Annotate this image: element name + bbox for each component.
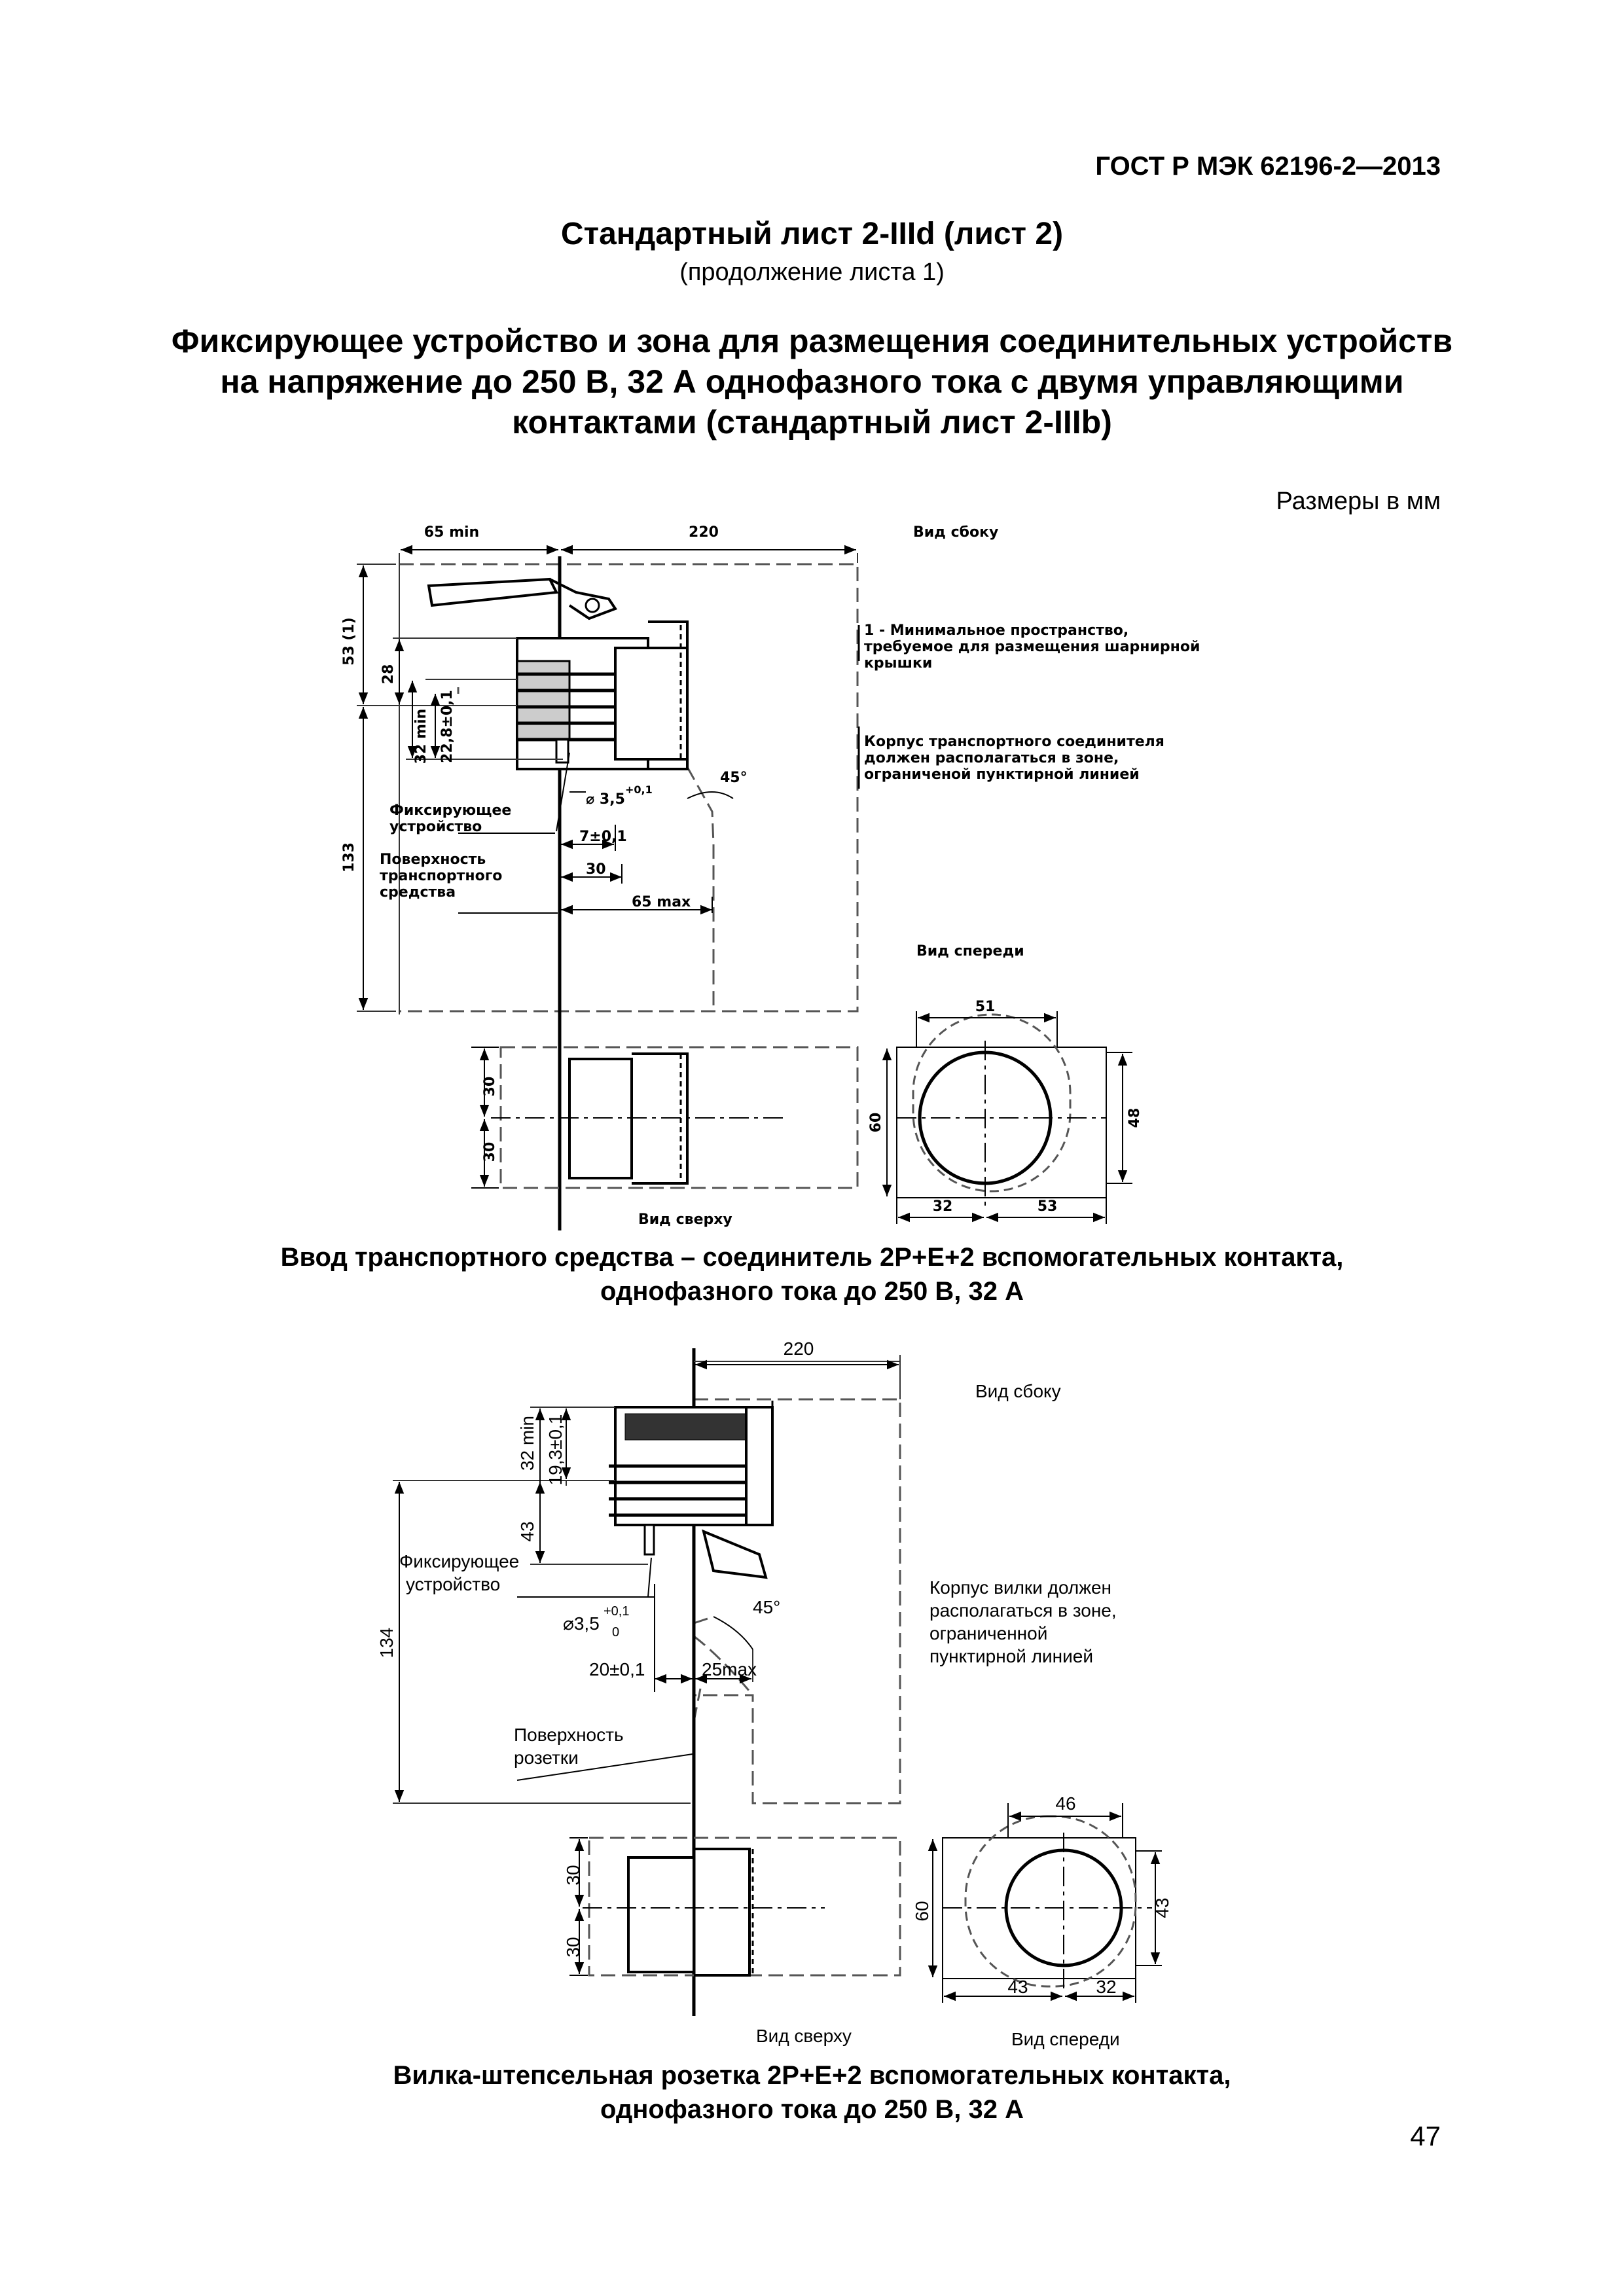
- figure2-side-view: [393, 1348, 901, 2016]
- figure2-caption: Вилка-штепсельная розетка 2Р+Е+2 вспомог…: [0, 2058, 1624, 2126]
- main-title-line: контактами (стандартный лист 2-IIIb): [512, 404, 1112, 440]
- dim-front-43: 43: [1007, 1977, 1028, 1997]
- dim-front-53: 53: [1038, 1198, 1058, 1215]
- dim-32min: 32 min: [517, 1416, 537, 1471]
- figure1-caption: Ввод транспортного средства – соединител…: [0, 1240, 1624, 1308]
- dim-front-51: 51: [975, 999, 996, 1015]
- dim-53: 53 (1): [341, 617, 357, 666]
- figure1-top-view: [471, 1046, 859, 1189]
- note-line: располагаться в зоне,: [929, 1600, 1117, 1621]
- caption-line: Вилка-штепсельная розетка 2Р+Е+2 вспомог…: [393, 2061, 1231, 2090]
- latch-label: устройство: [406, 1574, 500, 1594]
- view-front-label: Вид спереди: [1011, 2029, 1120, 2049]
- note-line: ограниченной: [929, 1623, 1047, 1643]
- page-number: 47: [1410, 2121, 1441, 2151]
- dim-top-30a: 30: [482, 1077, 498, 1097]
- note1-line: требуемое для размещения шарнирной: [864, 639, 1200, 655]
- latch-label: Фиксирующее: [399, 1551, 519, 1571]
- dim-front-32: 32: [933, 1198, 953, 1215]
- sheet-title: Стандартный лист 2-IIId (лист 2): [560, 217, 1064, 251]
- figure1-front-labels: 51 60 48 32 53: [868, 999, 1143, 1215]
- dim-front-32: 32: [1096, 1977, 1116, 1997]
- note2-line: должен располагаться в зоне,: [864, 750, 1119, 766]
- dim-diameter: ⌀3,5: [563, 1613, 600, 1634]
- note-line: Корпус вилки должен: [929, 1577, 1111, 1598]
- dim-front-60: 60: [868, 1113, 884, 1133]
- figure1-side-view: [357, 545, 860, 1230]
- surface-label: розетки: [514, 1748, 579, 1768]
- note2-line: Корпус транспортного соединителя: [864, 734, 1164, 750]
- dim-134: 134: [376, 1628, 397, 1659]
- caption-line: Ввод транспортного средства – соединител…: [280, 1243, 1344, 1272]
- dim-front-46: 46: [1055, 1793, 1075, 1814]
- main-title-line: на напряжение до 250 В, 32 А однофазного…: [220, 363, 1404, 400]
- dim-43: 43: [517, 1521, 537, 1541]
- units-note: Размеры в мм: [1276, 488, 1441, 515]
- figure2-front-view: [928, 1803, 1162, 2003]
- dim-25max: 25max: [702, 1659, 757, 1679]
- figure2-front-labels: 46 60 43 43 32: [912, 1793, 1172, 1997]
- dim-top-30b: 30: [563, 1937, 583, 1957]
- view-top-label: Вид сверху: [756, 2026, 852, 2046]
- view-side-label: Вид сбоку: [975, 1381, 1061, 1401]
- dim-22-8: 22,8±0,1: [439, 690, 456, 763]
- dim-30: 30: [586, 861, 606, 878]
- figure1-top-labels: 30 30: [482, 1077, 498, 1162]
- note1-line: 1 - Минимальное пространство,: [864, 622, 1128, 639]
- latch-label: устройство: [389, 819, 482, 835]
- dim-28: 28: [380, 664, 397, 685]
- dim-220: 220: [784, 1338, 814, 1359]
- dim-45: 45°: [753, 1597, 780, 1617]
- surface-label: средства: [380, 884, 456, 901]
- figure2-top-view: [569, 1837, 901, 1977]
- dim-top-30b: 30: [482, 1142, 498, 1162]
- latch-label: Фиксирующее: [389, 802, 511, 819]
- caption-line: однофазного тока до 250 В, 32 А: [600, 2095, 1024, 2124]
- view-top-label: Вид сверху: [638, 1211, 732, 1228]
- sheet-subtitle: (продолжение листа 1): [679, 259, 945, 286]
- standard-code: ГОСТ Р МЭК 62196-2—2013: [1095, 152, 1441, 181]
- dim-65min: 65 min: [424, 524, 479, 541]
- main-title: Фиксирующее устройство и зона для размещ…: [0, 321, 1624, 442]
- figure2-top-labels: 30 30: [563, 1865, 583, 1957]
- figure1-labels: 65 min 220 53 (1) 28 32 min 22,8±0,1 133…: [341, 524, 1200, 1228]
- surface-label: Поверхность: [514, 1725, 624, 1745]
- view-side-label: Вид сбоку: [913, 524, 998, 541]
- dim-19-3: 19,3±0,1: [545, 1414, 566, 1486]
- main-title-line: Фиксирующее устройство и зона для размещ…: [171, 323, 1453, 359]
- dim-20: 20±0,1: [589, 1659, 645, 1679]
- dim-diameter-tol: +0,1: [625, 783, 653, 796]
- surface-label: Поверхность: [380, 852, 486, 868]
- dim-7: 7±0,1: [579, 829, 627, 845]
- dim-top-30a: 30: [563, 1865, 583, 1885]
- note2-line: ограниченой пунктирной линией: [864, 766, 1140, 783]
- dim-front-60: 60: [912, 1901, 932, 1921]
- figure1-front-view: [882, 1011, 1132, 1224]
- dim-front-48: 48: [1127, 1108, 1143, 1128]
- dim-diameter-tol-dn: 0: [612, 1625, 619, 1640]
- view-front-label: Вид спереди: [916, 943, 1024, 960]
- dim-133: 133: [341, 842, 357, 872]
- note1-line: крышки: [864, 655, 932, 672]
- surface-label: транспортного: [380, 868, 502, 884]
- dim-32min: 32 min: [413, 709, 429, 764]
- dim-65max: 65 max: [632, 894, 691, 910]
- note-line: пунктирной линией: [929, 1646, 1093, 1666]
- figure2-labels: 220 32 min 19,3±0,1 43 134 ⌀3,5 +0,1 0 4…: [376, 1338, 1120, 2049]
- dim-front-43v: 43: [1152, 1897, 1172, 1918]
- dim-220: 220: [689, 524, 719, 541]
- caption-line: однофазного тока до 250 В, 32 А: [600, 1277, 1024, 1306]
- dim-diameter-tol-up: +0,1: [604, 1604, 629, 1619]
- dim-45: 45°: [720, 770, 748, 786]
- dim-diameter: ⌀ 3,5: [586, 791, 625, 808]
